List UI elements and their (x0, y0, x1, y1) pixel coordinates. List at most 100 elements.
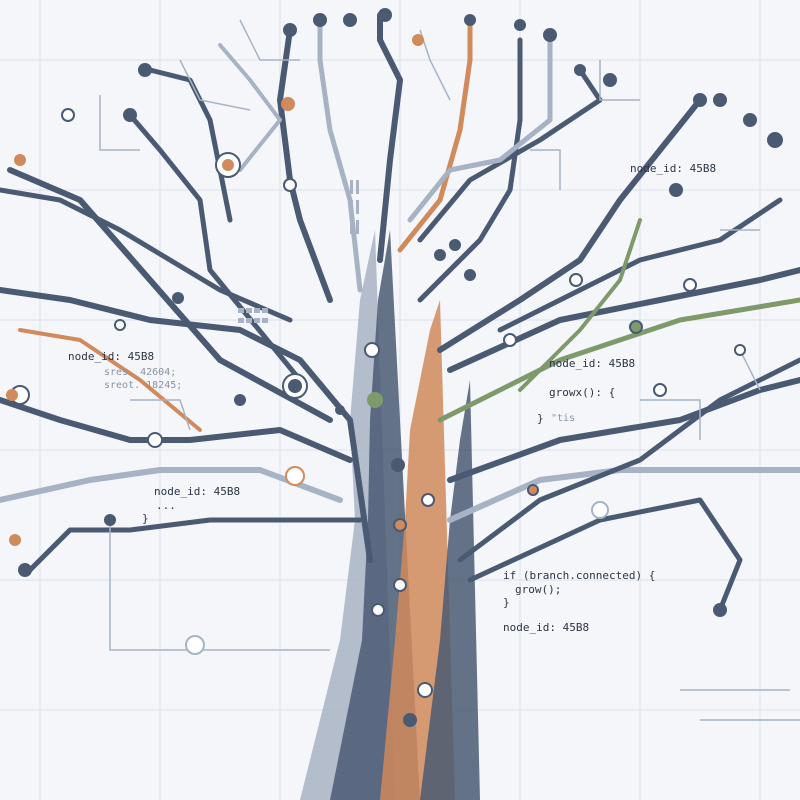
branch-node (378, 8, 392, 22)
branch-node (313, 13, 327, 27)
branch-node (9, 534, 21, 546)
branch-trace (437, 97, 703, 353)
branch-node (417, 682, 433, 698)
hatch-bar (356, 200, 359, 214)
branch-trace (518, 218, 642, 392)
left-faint-line-1: sres. 42604; (104, 367, 177, 378)
hatch-block (246, 308, 252, 313)
hatch-bar (350, 200, 353, 214)
branch-trace (417, 37, 523, 303)
branch-node (527, 484, 539, 496)
branch-node (734, 344, 746, 356)
branch-node (693, 93, 707, 107)
branch-node (603, 73, 617, 87)
branch-trace (7, 167, 333, 423)
branch-trace (18, 328, 202, 432)
branch-trace (437, 297, 800, 423)
branch-node (123, 108, 137, 122)
left-faint-line-2: sreot. 18245; (104, 380, 183, 391)
connector-lead (419, 29, 451, 101)
branch-node (767, 132, 783, 148)
branch-node (138, 63, 152, 77)
branch-node (713, 93, 727, 107)
branch-node (464, 269, 476, 281)
hatch-bar (356, 220, 359, 234)
connector-lead (239, 19, 300, 61)
hatch-block (238, 318, 244, 323)
branch-node (543, 28, 557, 42)
branch-nodes (6, 8, 783, 727)
branch-node (403, 713, 417, 727)
branch-node (343, 13, 357, 27)
branch-node (503, 333, 517, 347)
branch-node (591, 501, 609, 519)
branch-node (653, 383, 667, 397)
connector-lead (599, 60, 640, 101)
branch-node (449, 239, 461, 251)
trunk-segment (420, 380, 480, 800)
branch-trace (147, 67, 233, 223)
center-ellipsis: ... (156, 499, 176, 512)
branch-trace (0, 287, 373, 563)
mid-right-node-id: node_id: 45B8 (549, 357, 636, 370)
branch-node (18, 563, 32, 577)
branch-node (364, 342, 380, 358)
branch-trace (377, 12, 403, 263)
branch-node (464, 14, 476, 26)
hatch-block (254, 308, 260, 313)
branch-node (367, 392, 383, 408)
branch-node (283, 23, 297, 37)
branch-node (147, 432, 163, 448)
branch-trace (27, 517, 363, 573)
branch-node (281, 97, 295, 111)
branch-node (285, 466, 305, 486)
branch-node (234, 394, 246, 406)
branch-node (683, 278, 697, 292)
branch-node (743, 113, 757, 127)
branch-node (114, 319, 126, 331)
center-node-id: node_id: 45B8 (154, 485, 241, 498)
branch-trace (317, 17, 363, 293)
branch-trace (457, 357, 800, 563)
mid-right-call: growx(): { (549, 386, 616, 399)
left-node-id: node_id: 45B8 (68, 350, 155, 363)
branch-node (288, 379, 302, 393)
branch-node (629, 320, 643, 334)
branch-node (393, 578, 407, 592)
branch-trace (0, 187, 293, 323)
branch-node (514, 19, 526, 31)
hatch-bar (350, 180, 353, 194)
connector-lead (99, 95, 140, 151)
connector-lead (109, 520, 330, 651)
branch-node (172, 292, 184, 304)
branch-node (412, 34, 424, 46)
connector-lead (179, 59, 251, 111)
hatch-bar (350, 220, 353, 234)
bottom-node-id: node_id: 45B8 (503, 621, 590, 634)
branch-node (669, 183, 683, 197)
branch-trace (497, 197, 783, 333)
branch-trace (447, 377, 800, 483)
hatch-block (238, 308, 244, 313)
branch-node (434, 249, 446, 261)
code-line-2: grow(); (515, 583, 562, 596)
hatch-block (246, 318, 252, 323)
branch-node (335, 405, 345, 415)
branch-node (421, 493, 435, 507)
branch-trace (127, 112, 303, 383)
branch-node (14, 154, 26, 166)
branch-node (61, 108, 75, 122)
branch-node (104, 514, 116, 526)
branch-trace (407, 32, 553, 223)
connector-lead (130, 399, 191, 431)
connector-lead (530, 149, 561, 190)
branch-node (6, 389, 18, 401)
mid-right-faint: "tis (551, 413, 576, 424)
branch-trace (397, 17, 473, 253)
branch-node (569, 273, 583, 287)
hatch-block (254, 318, 260, 323)
top-right-node-id: node_id: 45B8 (630, 162, 717, 175)
branch-node (713, 603, 727, 617)
connector-lead (739, 349, 761, 391)
